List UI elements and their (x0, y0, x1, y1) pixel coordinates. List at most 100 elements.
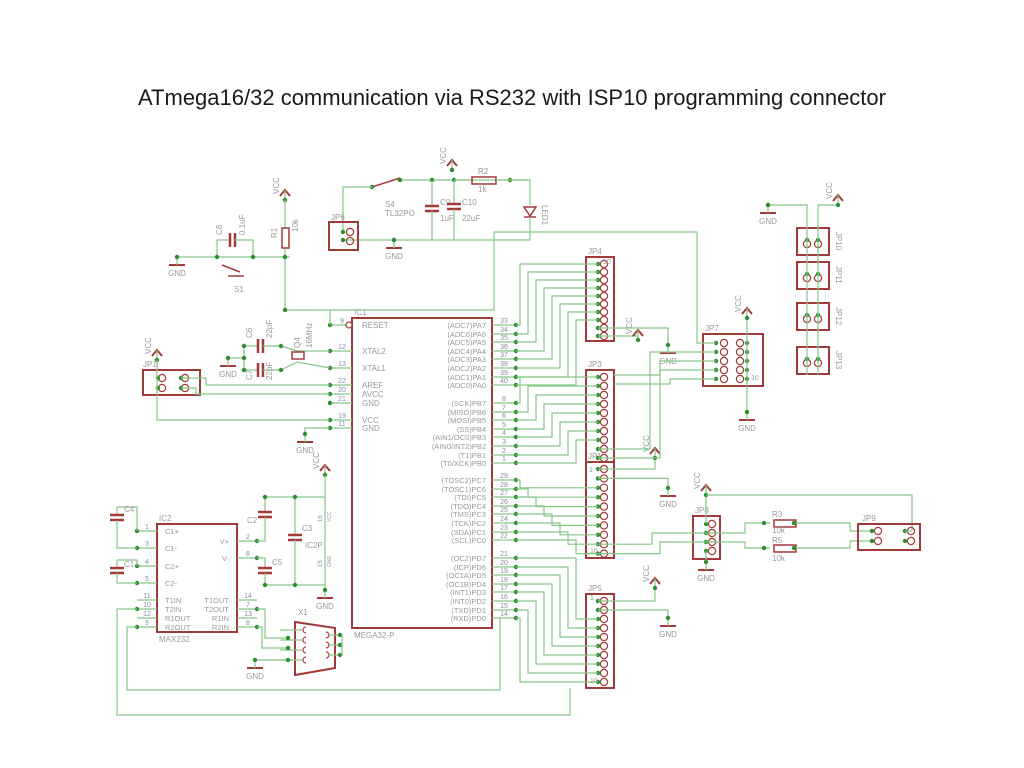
schematic-title: ATmega16/32 communication via RS232 with… (138, 85, 886, 110)
junction-dot (292, 582, 298, 588)
c7-ref: C7 (245, 369, 254, 380)
header-pin (719, 338, 729, 348)
wire (516, 539, 598, 555)
wire (598, 360, 716, 459)
wire (768, 204, 808, 375)
junction-dot (835, 202, 841, 208)
wire (598, 458, 656, 470)
ic1-pin-number: 27 (500, 490, 508, 497)
ic2p-pin-number: 16 (318, 515, 324, 522)
ic1-pin-name: (ADC2)PA2 (447, 364, 486, 373)
ic1-pin-name: (ADC3)PA3 (447, 355, 486, 364)
ic1-pin-name: (OC1B)PD4 (446, 580, 486, 589)
ic1-pin-name: VCC (362, 416, 379, 425)
ic2-pin-name: T2IN (165, 605, 181, 614)
ic2-pin-name: C2+ (165, 562, 180, 571)
ic2p-pin-name: VCC (327, 511, 333, 522)
wire (614, 378, 716, 385)
gnd-label: GND (697, 574, 715, 583)
header-pin (599, 283, 609, 293)
wire (126, 618, 501, 691)
junction-dot (665, 615, 671, 621)
junction-dot (241, 355, 247, 361)
ic1-pin-name: (RXD)PD0 (451, 614, 486, 623)
header-pin (735, 347, 745, 357)
db9-pin (325, 631, 330, 639)
header-pin (735, 338, 745, 348)
wire (117, 506, 138, 531)
wire (516, 421, 598, 447)
led1-ref: LED1 (540, 205, 549, 226)
junction-dot (322, 587, 328, 593)
ic2-pin-name: C1+ (165, 527, 180, 536)
ic1-pin-number: 14 (500, 611, 508, 618)
gnd-label: GND (316, 602, 334, 611)
ic2-pin-name: T2OUT (204, 605, 229, 614)
wire (516, 385, 598, 413)
ic1-pin-number: 19 (500, 568, 508, 575)
jumper-header (796, 302, 830, 331)
ic1-pin-number: 25 (500, 507, 508, 514)
junction-dot (285, 657, 291, 663)
ic1-pin-name: (TMS)PC3 (451, 510, 486, 519)
header-pin (599, 381, 609, 391)
ic1-value: MEGA32-P (354, 631, 394, 640)
header-pin (735, 374, 745, 384)
x1-ref: X1 (298, 608, 308, 617)
ic1-pin-name: (MISO)PB6 (448, 408, 486, 417)
ic1-pin-name: (TOSC2)PC7 (442, 476, 486, 485)
vcc-label: VCC (272, 177, 281, 194)
wire (516, 496, 598, 508)
ic1-pin-number: 5 (502, 422, 506, 429)
ic2-pin-number: 10 (143, 602, 151, 609)
c9-value: 1uF (440, 214, 454, 223)
header-pin (599, 668, 609, 678)
ic1-pin-name: (AIN0/INT2)PB2 (432, 442, 486, 451)
s4-value: TL32PO (385, 209, 415, 218)
ic1-pin-name: (TXD)PD1 (451, 606, 486, 615)
junction-dot (174, 254, 180, 260)
wire (598, 327, 669, 345)
vcc-label: VCC (312, 452, 321, 469)
wire (116, 573, 137, 584)
resistor-r1 (281, 227, 290, 249)
junction-dot (278, 343, 284, 349)
wire (516, 319, 598, 386)
ic2-pin-number: 4 (145, 559, 149, 566)
ic1-pin-number: 18 (500, 577, 508, 584)
gnd-label: GND (168, 269, 186, 278)
junction-dot (262, 582, 268, 588)
ic1-pin-name: (AIN1/OC0)PB3 (433, 433, 486, 442)
gnd-label: GND (246, 672, 264, 681)
wire (516, 488, 598, 498)
ic2-body (156, 523, 238, 633)
wire (117, 559, 138, 566)
ic1-pin-number: 29 (500, 473, 508, 480)
ic2-pin-number: 9 (145, 620, 149, 627)
junction-dot (703, 559, 709, 565)
ic1-pin-number: 22 (338, 378, 346, 385)
c9-ref: C9 (440, 198, 451, 207)
wire (706, 522, 770, 534)
switch-s1-lever (221, 264, 241, 273)
switch-s4-lever (371, 177, 401, 188)
ic1-pin-number: 34 (500, 327, 508, 334)
wire (516, 513, 598, 527)
ic2-pin-name: C2- (165, 579, 178, 588)
q4-value: 16MHz (305, 323, 314, 348)
pin-header (585, 593, 615, 689)
ic1-pin-number: 37 (500, 352, 508, 359)
jumper-header (796, 227, 830, 256)
wire (181, 387, 330, 395)
vcc-label: VCC (642, 435, 651, 452)
ic1-pin-name: (T1)PB1 (458, 451, 486, 460)
led-triangle (522, 206, 538, 218)
junction-dot (902, 538, 908, 544)
junction-dot (214, 254, 220, 260)
c1-ref: C1 (124, 560, 135, 569)
ic2-pin-name: V- (222, 554, 230, 563)
ic1-pin-number: 13 (338, 361, 346, 368)
wire (598, 541, 706, 555)
c8-ref: C8 (215, 224, 224, 235)
